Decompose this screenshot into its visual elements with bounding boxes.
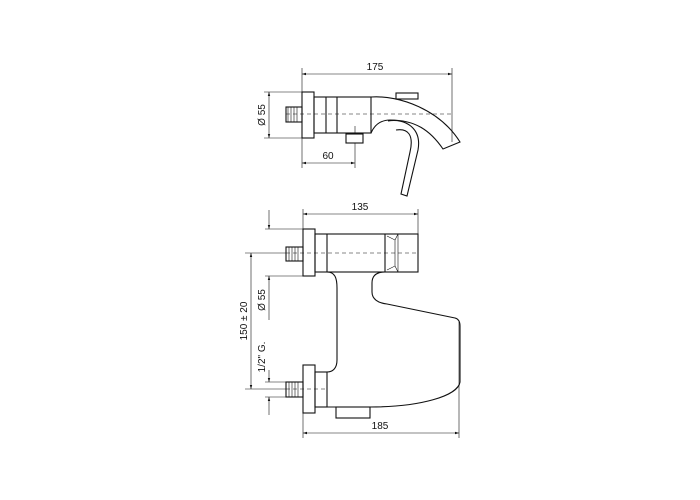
top-view: 175 60 Ø 55 (257, 62, 461, 197)
dim-60-label: 60 (322, 151, 334, 162)
lower-inlet-thread (285, 381, 304, 398)
front-view: 135 185 150 ± 20 Ø 55 1/2" G. (239, 202, 461, 438)
lower-body-stub (314, 371, 328, 408)
inlet-thread (285, 106, 303, 123)
dim-diameter-label-front: Ø 55 (257, 289, 268, 311)
wall-flange (301, 91, 315, 139)
dim-spacing-label: 150 ± 20 (239, 301, 250, 340)
spout (370, 96, 461, 150)
upper-inlet-thread (285, 246, 304, 262)
bath-outlet (335, 406, 371, 419)
dim-diameter-label: Ø 55 (257, 104, 268, 126)
spout-cap (395, 92, 419, 100)
mixer-body (313, 96, 372, 134)
dim-135-label: 135 (352, 202, 369, 213)
dim-thread-label: 1/2" G. (257, 342, 268, 373)
dim-175-label: 175 (367, 62, 384, 73)
dim-185-label: 185 (372, 421, 389, 432)
upper-flange (302, 228, 316, 277)
body-casting (326, 271, 461, 408)
lever-handle (387, 119, 420, 197)
outlet-thread (345, 133, 364, 144)
